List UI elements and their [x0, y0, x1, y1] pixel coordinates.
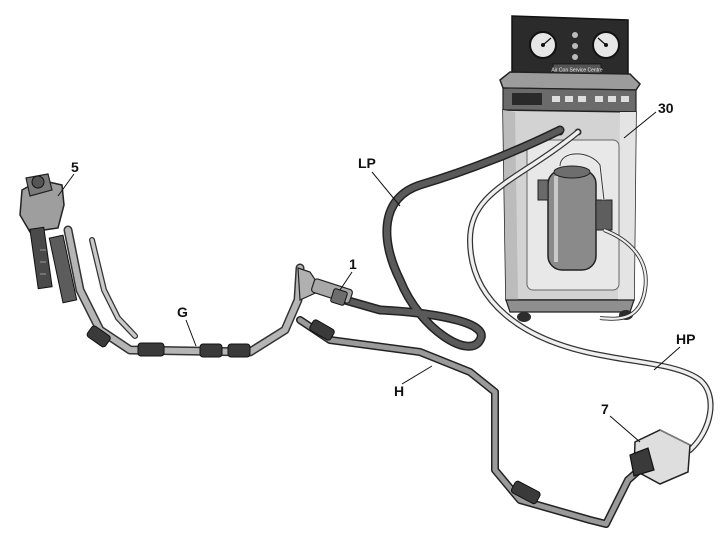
pipe-sleeve — [137, 342, 165, 357]
panel-knob — [572, 32, 578, 38]
pipe-g — [63, 225, 305, 358]
pipe-h — [296, 316, 649, 528]
control-button — [565, 96, 573, 102]
control-button — [595, 96, 603, 102]
display-screen — [512, 93, 542, 105]
leader-1 — [339, 271, 353, 291]
gauge-needle — [542, 37, 552, 46]
pipe-sleeve — [309, 319, 335, 341]
callout-h: H — [394, 383, 405, 399]
callout-lp: LP — [358, 155, 376, 171]
component-1-fitting — [297, 267, 354, 306]
wheel — [517, 312, 531, 322]
leader-7 — [609, 415, 641, 443]
callout-7: 7 — [601, 401, 609, 417]
pipe-sleeve — [227, 343, 251, 358]
callout-1: 1 — [349, 256, 357, 272]
machine-hose-loop-inner — [599, 228, 647, 320]
pipe-sleeve — [199, 343, 223, 358]
component-5-valve-block — [19, 173, 78, 304]
internal-valve — [595, 199, 613, 231]
callout-30: 30 — [658, 100, 674, 116]
machine-base — [505, 299, 635, 313]
leader-lp — [371, 171, 401, 207]
hp-hose — [466, 129, 714, 461]
machine-side-highlight — [618, 112, 636, 300]
leader-h — [401, 365, 433, 385]
leader-5 — [57, 173, 75, 197]
internal-valve — [537, 179, 549, 201]
pipe-sleeve — [510, 480, 541, 505]
lp-hose — [340, 125, 565, 351]
control-button — [552, 96, 560, 102]
callout-g: G — [177, 304, 188, 320]
component-7-coupler — [629, 429, 691, 485]
pipe-g-branch-inner — [90, 238, 137, 338]
leader-lines — [57, 111, 681, 443]
control-button — [578, 96, 586, 102]
control-button — [621, 96, 629, 102]
ac-service-machine: Air Con Service Centre — [499, 15, 641, 322]
machine-top — [499, 71, 641, 91]
gauge-needle — [597, 37, 607, 46]
panel-text: Air Con Service Centre — [551, 68, 602, 74]
callout-hp: HP — [676, 331, 696, 347]
leader-30 — [623, 111, 657, 139]
leader-g — [185, 319, 197, 347]
panel-knob — [572, 54, 578, 60]
callout-5: 5 — [71, 159, 79, 175]
panel-knob — [572, 43, 578, 49]
control-button — [608, 96, 616, 102]
tank-top — [553, 165, 591, 179]
leader-hp — [653, 346, 681, 371]
pipe-sleeve — [86, 325, 111, 348]
internal-tubing-outline — [559, 153, 605, 201]
